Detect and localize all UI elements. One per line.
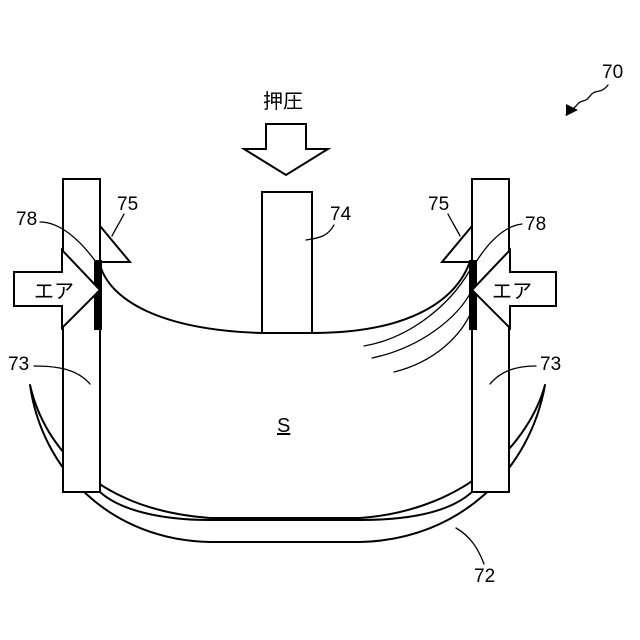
pusher-74: [262, 192, 312, 333]
ref-label-75-left: 75: [117, 194, 138, 215]
ref-label-75-right: 75: [428, 194, 449, 215]
leader-75-right: [448, 214, 460, 236]
space-label-s: S: [277, 415, 290, 437]
pressure-label: 押圧: [263, 89, 303, 113]
air-label-right: エア: [492, 279, 532, 303]
leader-72: [456, 528, 484, 564]
ref-label-73-right: 73: [540, 354, 561, 375]
pressure-arrow-icon: [244, 124, 328, 175]
ref-label-78-left: 78: [16, 209, 37, 230]
leader-75-left: [112, 214, 124, 236]
ref-label-70: 70: [602, 62, 623, 83]
wall-left-73: [63, 179, 100, 492]
ref-label-73-left: 73: [8, 354, 29, 375]
sheet-bottom: [100, 492, 472, 520]
wall-right-73: [472, 179, 509, 492]
ref-label-72: 72: [474, 566, 495, 587]
air-label-left: エア: [34, 279, 74, 303]
tray-72: [30, 385, 545, 542]
ref-label-74: 74: [330, 204, 352, 225]
bend-line-1: [364, 270, 470, 346]
ref-label-78-right: 78: [525, 214, 546, 235]
